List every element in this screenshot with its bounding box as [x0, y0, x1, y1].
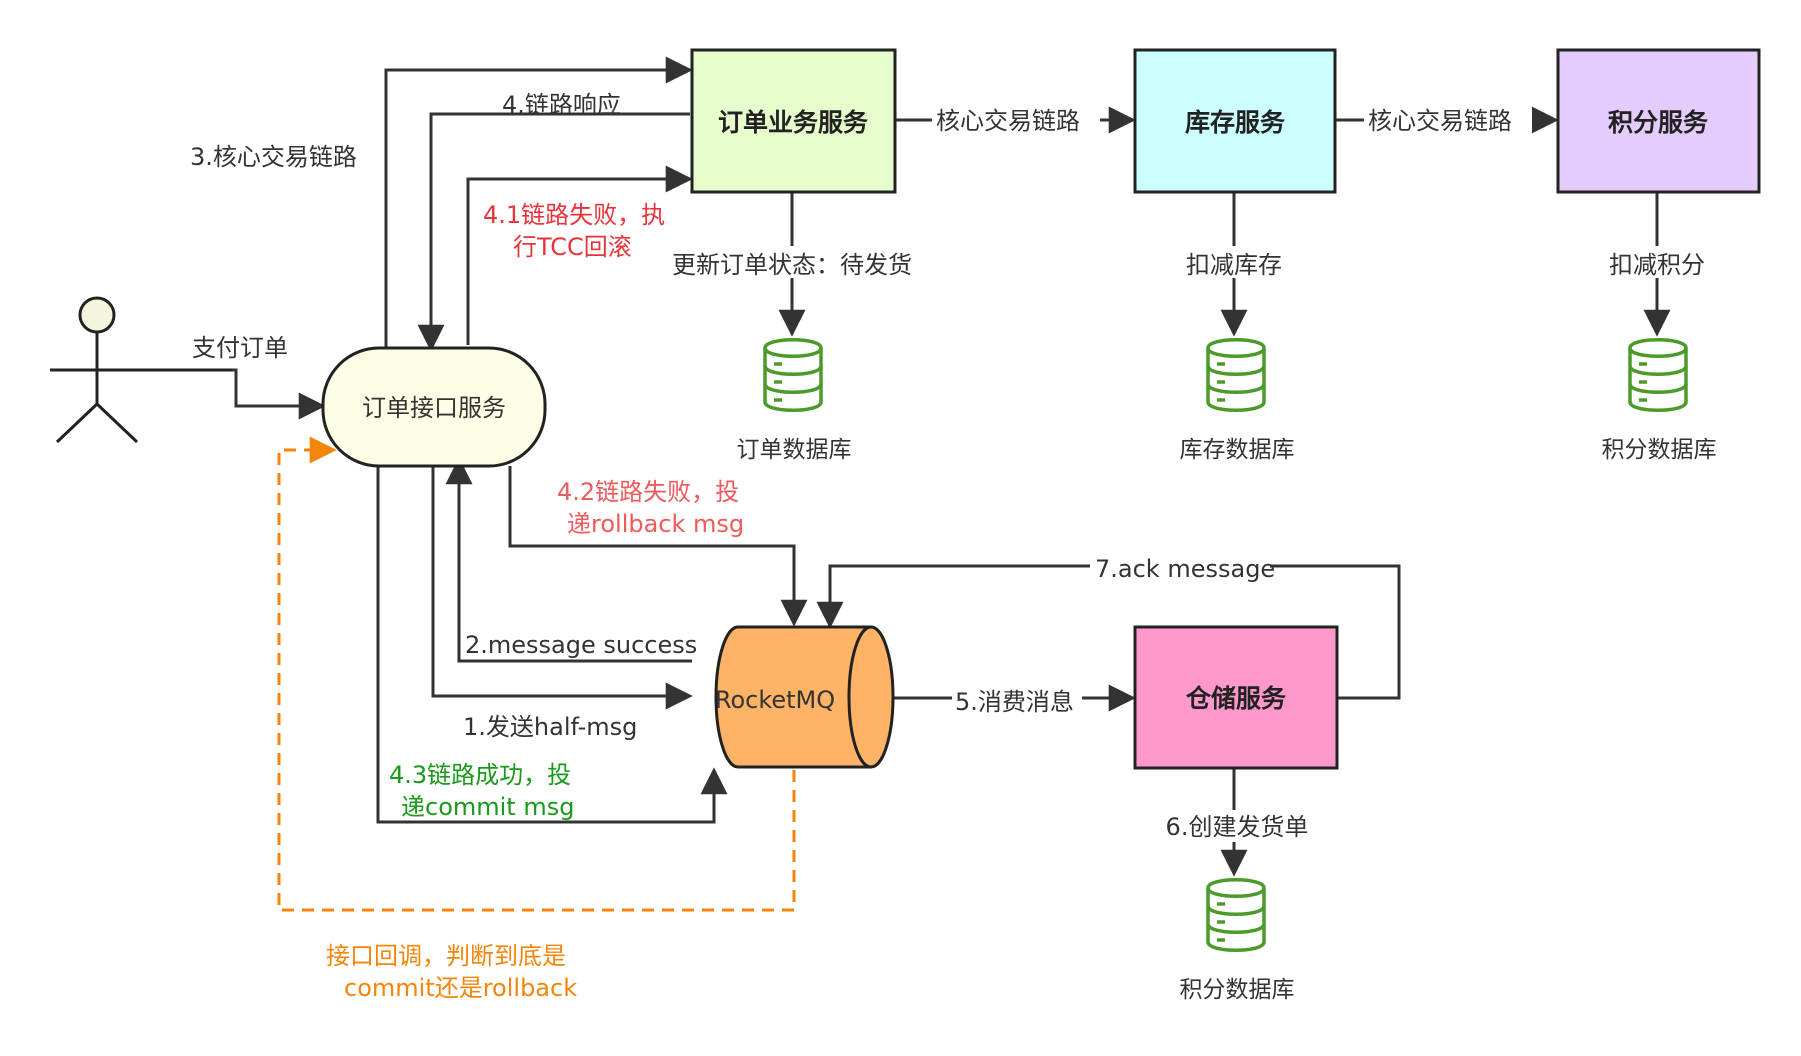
label-chain-fail-41-line2: 行TCC回滚 — [513, 233, 632, 261]
label-deduct-points: 扣减积分 — [1609, 251, 1705, 279]
node-points-service-label: 积分服务 — [1608, 108, 1708, 137]
label-message-success: 2.message success — [465, 631, 697, 659]
database-icon-points-top — [1628, 338, 1688, 412]
database-icon-inventory — [1206, 338, 1266, 412]
database-icon-order — [763, 338, 823, 412]
actor-label: 支付订单 — [192, 334, 288, 362]
label-consume-message: 5.消费消息 — [955, 688, 1074, 716]
edge-chain-response-4 — [417, 112, 690, 352]
label-send-half-msg: 1.发送half-msg — [463, 713, 637, 741]
db-label-points-top: 积分数据库 — [1602, 437, 1717, 463]
db-label-points-bottom: 积分数据库 — [1180, 977, 1295, 1003]
label-core-chain-3: 3.核心交易链路 — [190, 143, 357, 171]
edge-chain-fail-42 — [508, 466, 808, 627]
node-inventory-service[interactable]: 库存服务 — [1133, 48, 1337, 194]
node-inventory-service-label: 库存服务 — [1185, 108, 1285, 137]
label-chain-fail-42-line1: 4.2链路失败，投 — [557, 478, 739, 506]
label-chain-fail-42-line2: 递rollback msg — [567, 510, 744, 538]
label-deduct-inventory: 扣减库存 — [1186, 251, 1282, 279]
db-label-order: 订单数据库 — [737, 437, 852, 463]
edge-ack-message — [816, 564, 1401, 700]
database-icon-points-bottom — [1206, 878, 1266, 952]
label-core-chain-a: 核心交易链路 — [936, 107, 1080, 135]
label-create-shipment: 6.创建发货单 — [1166, 813, 1309, 841]
node-rocketmq-label: RocketMQ — [715, 686, 835, 714]
node-order-api[interactable]: 订单接口服务 — [321, 346, 547, 468]
label-chain-success-43-line2: 递commit msg — [401, 793, 574, 821]
label-callback-line2: commit还是rollback — [344, 974, 577, 1002]
label-chain-fail-41-line1: 4.1链路失败，执 — [483, 201, 665, 229]
node-warehouse-service-label: 仓储服务 — [1185, 684, 1286, 713]
edge-send-half-msg — [431, 466, 693, 710]
label-callback-line1: 接口回调，判断到底是 — [326, 942, 566, 970]
edge-chain-success-43 — [376, 466, 728, 824]
node-rocketmq[interactable]: RocketMQ — [714, 625, 895, 769]
node-order-service[interactable]: 订单业务服务 — [690, 48, 897, 194]
db-label-inventory: 库存数据库 — [1180, 437, 1295, 463]
edge-pay-order — [232, 368, 326, 420]
label-update-order-status: 更新订单状态：待发货 — [672, 251, 912, 279]
label-chain-response-4: 4.链路响应 — [502, 91, 621, 119]
node-order-service-label: 订单业务服务 — [718, 108, 868, 137]
edge-chain-fail-41 — [466, 165, 693, 345]
user-actor-icon — [50, 296, 232, 444]
label-core-chain-b: 核心交易链路 — [1368, 107, 1512, 135]
node-warehouse-service[interactable]: 仓储服务 — [1133, 625, 1339, 770]
edge-core-chain-3 — [384, 56, 693, 349]
node-order-api-label: 订单接口服务 — [362, 394, 506, 422]
edge-message-success — [445, 457, 692, 663]
label-ack-message: 7.ack message — [1095, 555, 1275, 583]
node-points-service[interactable]: 积分服务 — [1556, 48, 1761, 194]
label-chain-success-43-line1: 4.3链路成功，投 — [389, 761, 571, 789]
